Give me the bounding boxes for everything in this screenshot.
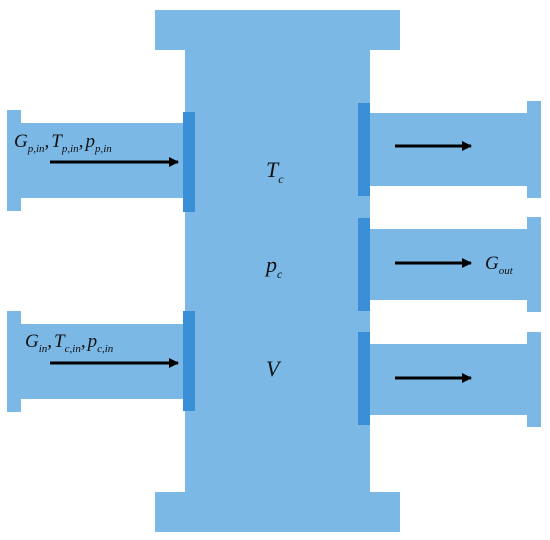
tank-temperature-sub: c bbox=[278, 172, 284, 186]
inlet-pipe-top-end-flange bbox=[7, 110, 21, 211]
outlet-middle-label: Gout bbox=[485, 253, 514, 277]
inlet-bottom-p-sub: c,in bbox=[97, 343, 114, 355]
vessel-core bbox=[185, 48, 370, 494]
inlet-bottom-g-main: G bbox=[25, 331, 39, 352]
outlet-pipe-bottom-connector bbox=[358, 332, 370, 425]
inlet-top-p-sub: p,in bbox=[94, 143, 112, 155]
outlet-pipe-top-end-flange bbox=[527, 101, 541, 198]
vessel-bottom-flange bbox=[155, 492, 400, 532]
outlet-pipe-top-body bbox=[368, 113, 531, 186]
inlet-top-t-sep: , bbox=[79, 131, 84, 152]
inlet-pipe-top-connector bbox=[183, 112, 195, 212]
outlet-pipe-top bbox=[368, 101, 541, 198]
outlet-middle-g-main: G bbox=[485, 253, 499, 274]
tank-temperature-label: Tc bbox=[266, 157, 284, 186]
outlet-pipe-middle-end-flange bbox=[527, 217, 541, 312]
inlet-bottom-t-main: T bbox=[54, 331, 66, 352]
outlet-middle-g-sub: out bbox=[499, 265, 514, 277]
tank-volume-main: V bbox=[266, 356, 282, 381]
central-vessel bbox=[155, 10, 400, 532]
inlet-pipe-bottom-end-flange bbox=[7, 311, 21, 412]
inlet-top-g-main: G bbox=[14, 131, 28, 152]
tank-temperature-main: T bbox=[266, 157, 280, 182]
inlet-pipe-bottom-connector bbox=[183, 311, 195, 411]
vessel-top-flange bbox=[155, 10, 400, 50]
inlet-top-g-sep: , bbox=[45, 131, 50, 152]
tank-pressure-main: p bbox=[264, 252, 277, 277]
inlet-bottom-p-main: p bbox=[86, 331, 98, 352]
inlet-top-label: Gp,in,Tp,in,pp,in bbox=[14, 131, 112, 155]
tank-pressure-sub: c bbox=[277, 267, 283, 281]
inlet-bottom-t-sep: , bbox=[81, 331, 86, 352]
outlet-pipe-top-connector bbox=[358, 103, 370, 196]
inlet-top-t-main: T bbox=[51, 131, 63, 152]
inlet-top-g-sub: p,in bbox=[27, 143, 45, 155]
inlet-bottom-t-sub: c,in bbox=[65, 343, 82, 355]
tank-volume-label: V bbox=[266, 356, 282, 381]
outlet-pipe-middle-connector bbox=[358, 218, 370, 311]
inlet-top-t-sub: p,in bbox=[61, 143, 79, 155]
inlet-bottom-g-sub: in bbox=[39, 343, 48, 355]
inlet-bottom-label: Gin,Tc,in,pc,in bbox=[25, 331, 114, 355]
tank-pressure-label: pc bbox=[264, 252, 283, 281]
inlet-top-p-main: p bbox=[83, 131, 95, 152]
inlet-bottom-g-sep: , bbox=[47, 331, 52, 352]
outlet-pipe-bottom-end-flange bbox=[527, 332, 541, 427]
